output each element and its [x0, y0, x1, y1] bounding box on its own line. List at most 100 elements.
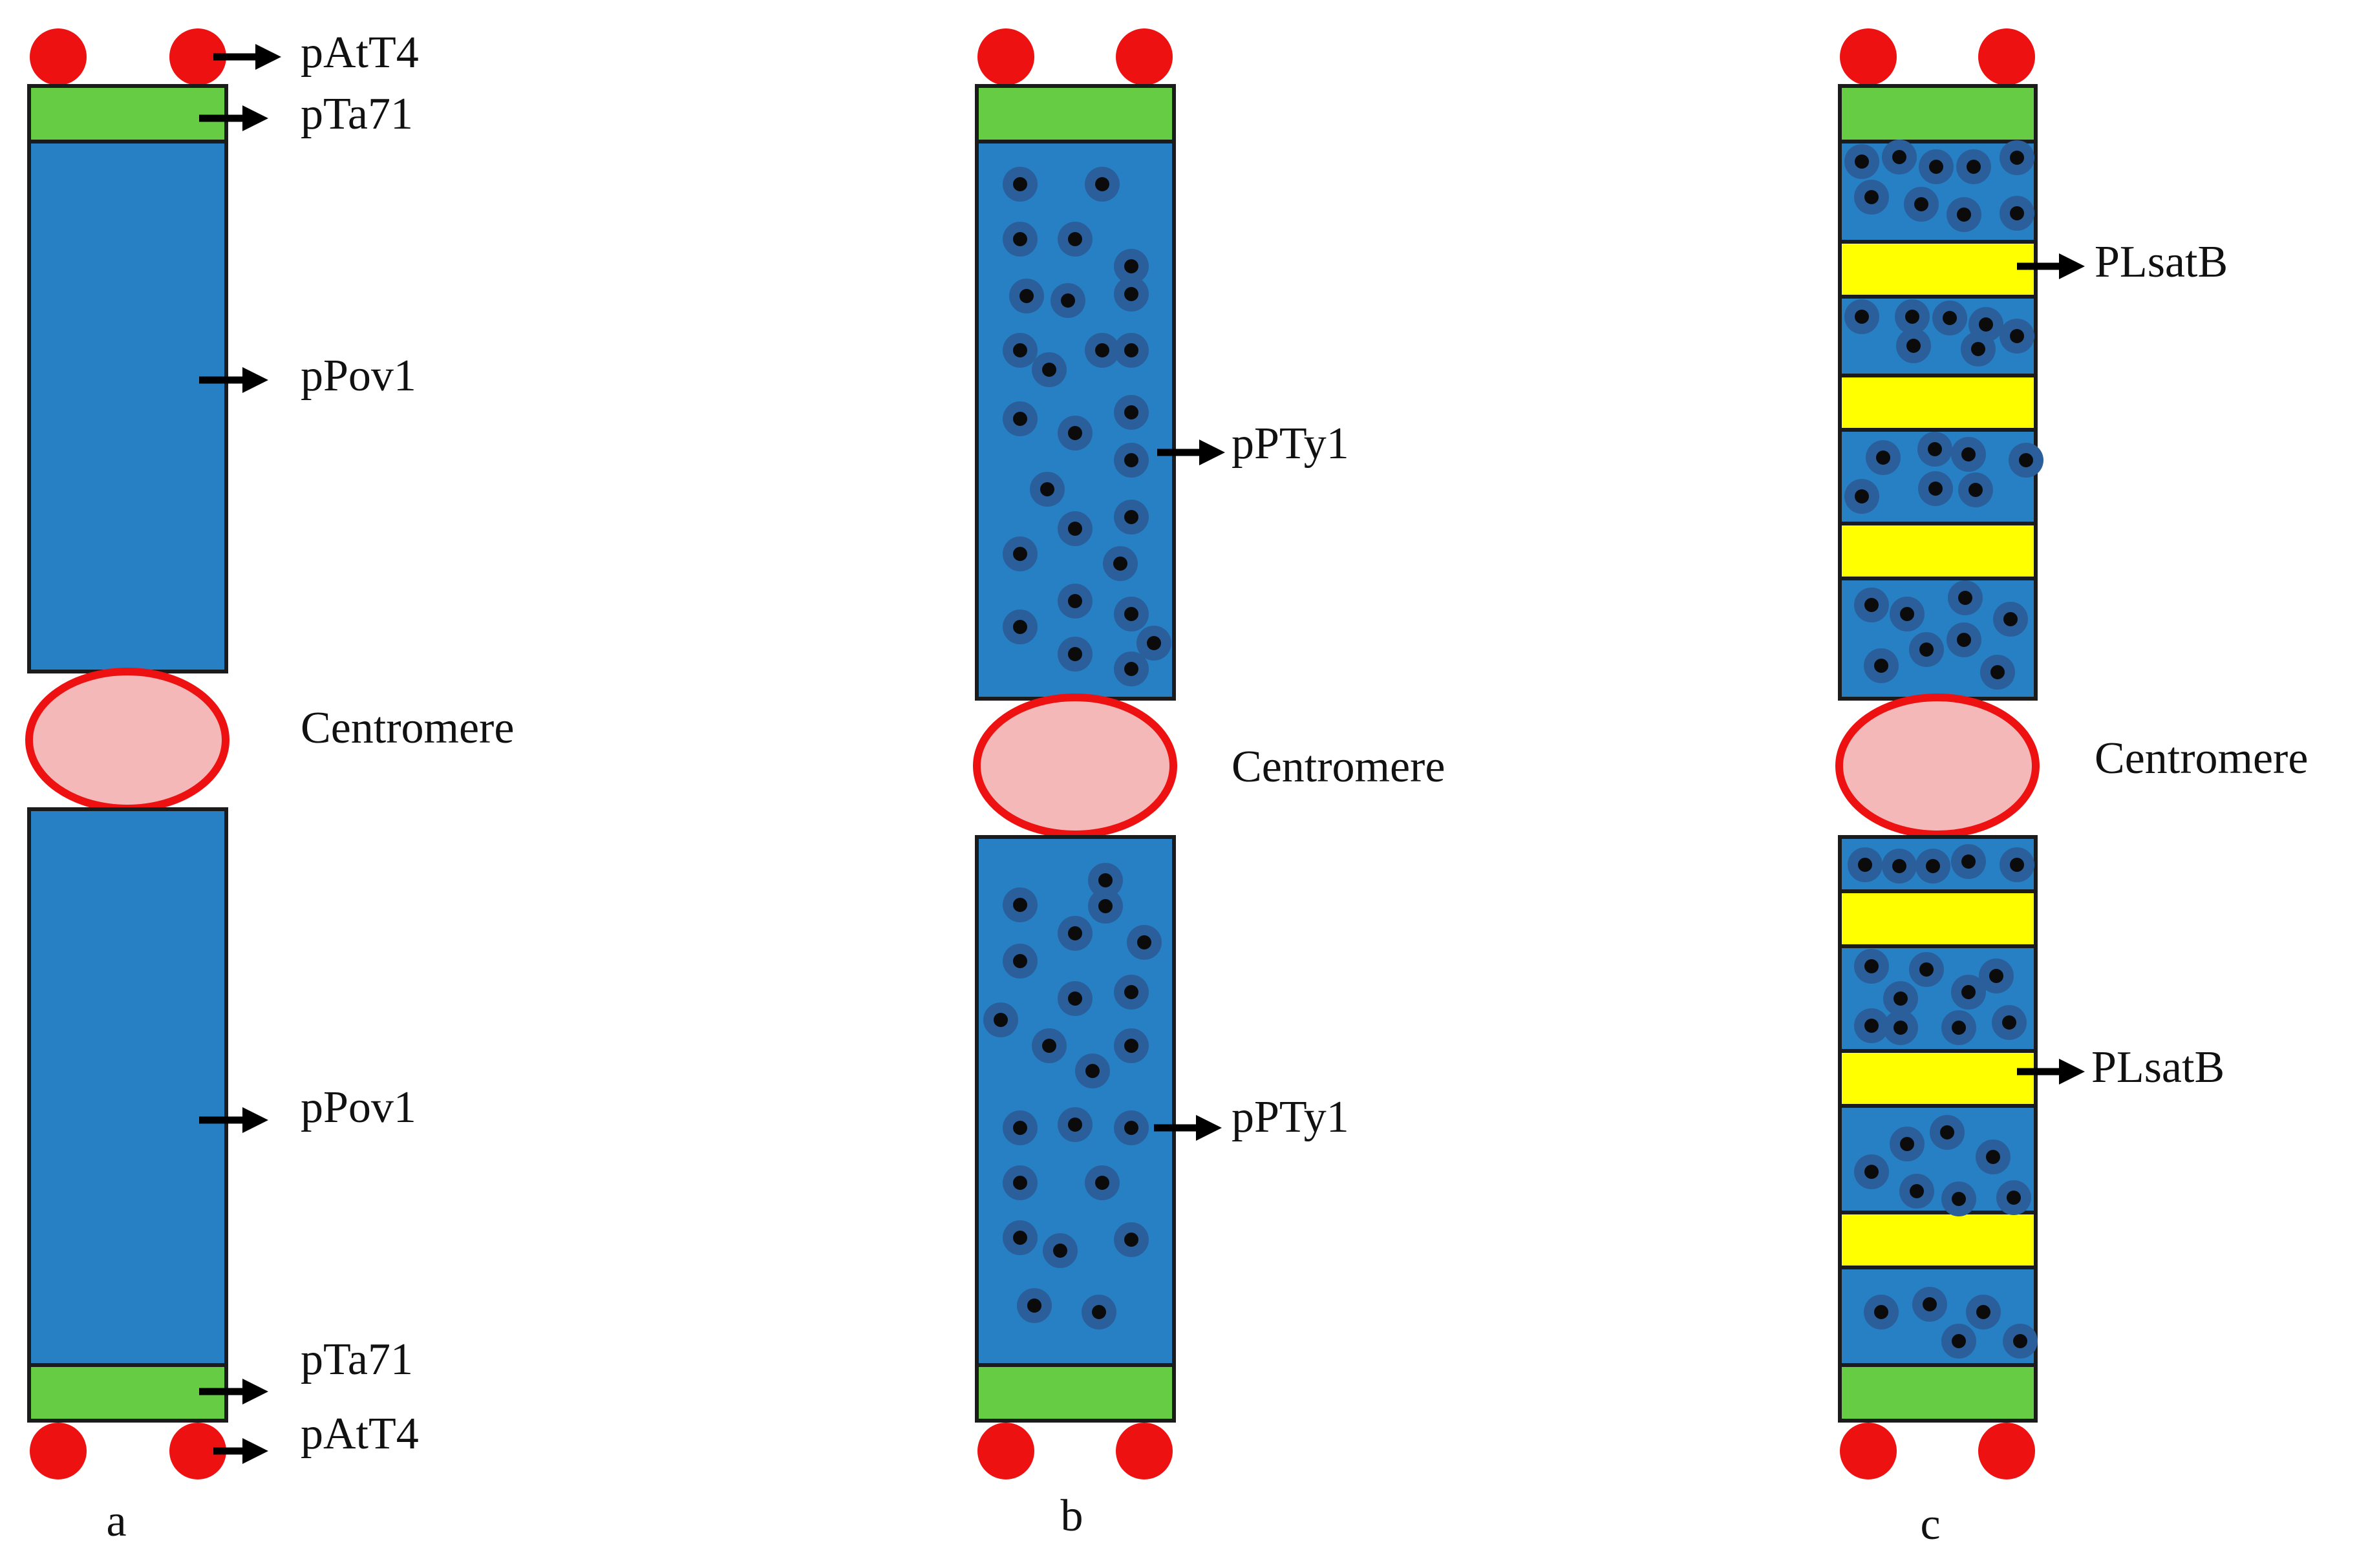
- right-arrow-icon: [213, 44, 281, 70]
- repeat-signal-dot: [1114, 277, 1149, 312]
- repeat-signal-cluster-lower: [1848, 844, 2038, 1359]
- repeat-signal-dot: [1915, 849, 1950, 884]
- panel-caption-c: c: [1920, 1499, 1940, 1549]
- repeat-signal-dot: [1996, 1180, 2031, 1215]
- repeat-signal-dot: [1114, 249, 1149, 284]
- repeat-signal-dot: [1085, 167, 1120, 202]
- repeat-signal-dot: [1932, 301, 1967, 335]
- repeat-signal-dot: [1917, 432, 1952, 467]
- telomere-dot-top-left: [30, 28, 87, 85]
- repeat-signal-dot: [1127, 925, 1162, 960]
- right-arrow-icon: [2017, 253, 2085, 279]
- panel-caption-b: b: [1061, 1491, 1083, 1541]
- telomere-band-top: [1838, 84, 2038, 143]
- telomere-dot-top-right: [1116, 28, 1173, 85]
- telomere-dot-top-left: [977, 28, 1034, 85]
- label-plsatb-lower: PLsatB: [2091, 1043, 2224, 1092]
- telomere-dot-top-right: [1978, 28, 2035, 85]
- telomere-band-bottom: [27, 1363, 228, 1423]
- repeat-signal-dot: [1114, 975, 1149, 1010]
- right-arrow-icon: [213, 1438, 268, 1464]
- repeat-signal-dot: [1114, 395, 1149, 430]
- repeat-signal-dot: [1909, 632, 1944, 667]
- repeat-signal-dot: [1085, 333, 1120, 368]
- repeat-signal-dot: [1058, 511, 1093, 546]
- repeat-signal-dot: [1058, 222, 1093, 257]
- repeat-signal-dot: [1103, 546, 1138, 581]
- repeat-signal-dot: [1961, 332, 1996, 366]
- repeat-signal-dot: [1854, 180, 1889, 215]
- repeat-signal-dot: [1003, 401, 1038, 436]
- label-ppov1-lower: pPov1: [301, 1083, 416, 1132]
- repeat-signal-dot: [1882, 140, 1917, 175]
- repeat-signal-dot: [1951, 437, 1986, 472]
- repeat-signal-dot: [1058, 637, 1093, 672]
- repeat-signal-dot: [1951, 975, 1986, 1010]
- telomere-dot-bottom-right: [169, 1423, 226, 1479]
- telomere-dot-top-left: [1840, 28, 1897, 85]
- lower-arm: [27, 807, 228, 1367]
- panel-b: pPTy1 Centromere pPTy1 b: [973, 28, 1445, 1541]
- repeat-signal-dot: [1976, 1139, 2011, 1174]
- repeat-signal-dot: [1082, 1295, 1116, 1330]
- repeat-signal-dot: [1883, 981, 1918, 1016]
- repeat-signal-dot: [1966, 1295, 2001, 1330]
- right-arrow-icon: [1157, 440, 1225, 465]
- repeat-signal-dot: [1051, 283, 1085, 318]
- repeat-signal-dot: [1114, 1028, 1149, 1063]
- satellite-band: [1838, 522, 2038, 580]
- repeat-signal-dot: [1003, 333, 1038, 368]
- label-plsatb-upper: PLsatB: [2095, 237, 2228, 287]
- repeat-signal-dot: [1009, 279, 1044, 313]
- repeat-signal-dot: [1058, 584, 1093, 619]
- repeat-signal-dot: [1075, 1054, 1110, 1088]
- panel-caption-a: a: [106, 1496, 126, 1546]
- repeat-signal-dot: [1909, 952, 1944, 987]
- repeat-signal-dot: [1085, 1165, 1120, 1200]
- centromere-label: Centromere: [2095, 734, 2308, 783]
- telomere-band-bottom: [1838, 1363, 2038, 1423]
- satellite-band: [1838, 1211, 2038, 1269]
- upper-arm: [27, 140, 228, 673]
- right-arrow-icon: [2017, 1059, 2085, 1085]
- telomere-dot-bottom-right: [1978, 1423, 2035, 1479]
- repeat-signal-cluster-upper: [1003, 167, 1171, 686]
- panel-a: pAtT4 pTa71 pPov1 Centromere pPov1 pTa71…: [25, 28, 514, 1546]
- right-arrow-icon: [199, 367, 268, 393]
- repeat-signal-dot: [1951, 844, 1986, 879]
- repeat-signal-cluster-lower: [983, 863, 1162, 1330]
- repeat-signal-dot: [1844, 479, 1879, 514]
- repeat-signal-dot: [1114, 333, 1149, 368]
- repeat-signal-dot: [1003, 167, 1038, 202]
- repeat-signal-dot: [1904, 187, 1939, 222]
- right-arrow-icon: [199, 1379, 268, 1404]
- repeat-signal-dot: [1854, 949, 1889, 984]
- label-ppty1-upper: pPTy1: [1232, 419, 1349, 469]
- repeat-signal-dot: [2003, 1324, 2038, 1359]
- repeat-signal-dot: [1866, 440, 1901, 475]
- right-arrow-icon: [199, 105, 268, 131]
- repeat-signal-dot: [1017, 1288, 1052, 1323]
- repeat-signal-dot: [1864, 1295, 1899, 1330]
- repeat-signal-dot: [1890, 1127, 1925, 1161]
- repeat-signal-dot: [1883, 1010, 1918, 1045]
- repeat-signal-dot: [1003, 1165, 1038, 1200]
- centromere-label: Centromere: [301, 703, 514, 753]
- repeat-signal-dot: [1058, 1107, 1093, 1142]
- repeat-signal-dot: [1114, 1110, 1149, 1145]
- repeat-signal-dot: [1854, 588, 1889, 622]
- repeat-signal-dot: [983, 1002, 1018, 1037]
- satellite-band: [1838, 1049, 2038, 1108]
- right-arrow-icon: [199, 1107, 268, 1133]
- panel-c: PLsatB Centromere PLsatB c: [1835, 28, 2308, 1549]
- repeat-signal-dot: [1919, 149, 1954, 184]
- label-pta71-bottom: pTa71: [301, 1335, 413, 1384]
- repeat-signal-dot: [1848, 847, 1883, 882]
- repeat-signal-dot: [1882, 849, 1917, 884]
- repeat-signal-dot: [1941, 1181, 1976, 1216]
- repeat-signal-dot: [1895, 299, 1930, 334]
- repeat-signal-dot: [1941, 1010, 1976, 1045]
- repeat-signal-dot: [2000, 319, 2034, 354]
- repeat-signal-dot: [1844, 144, 1879, 179]
